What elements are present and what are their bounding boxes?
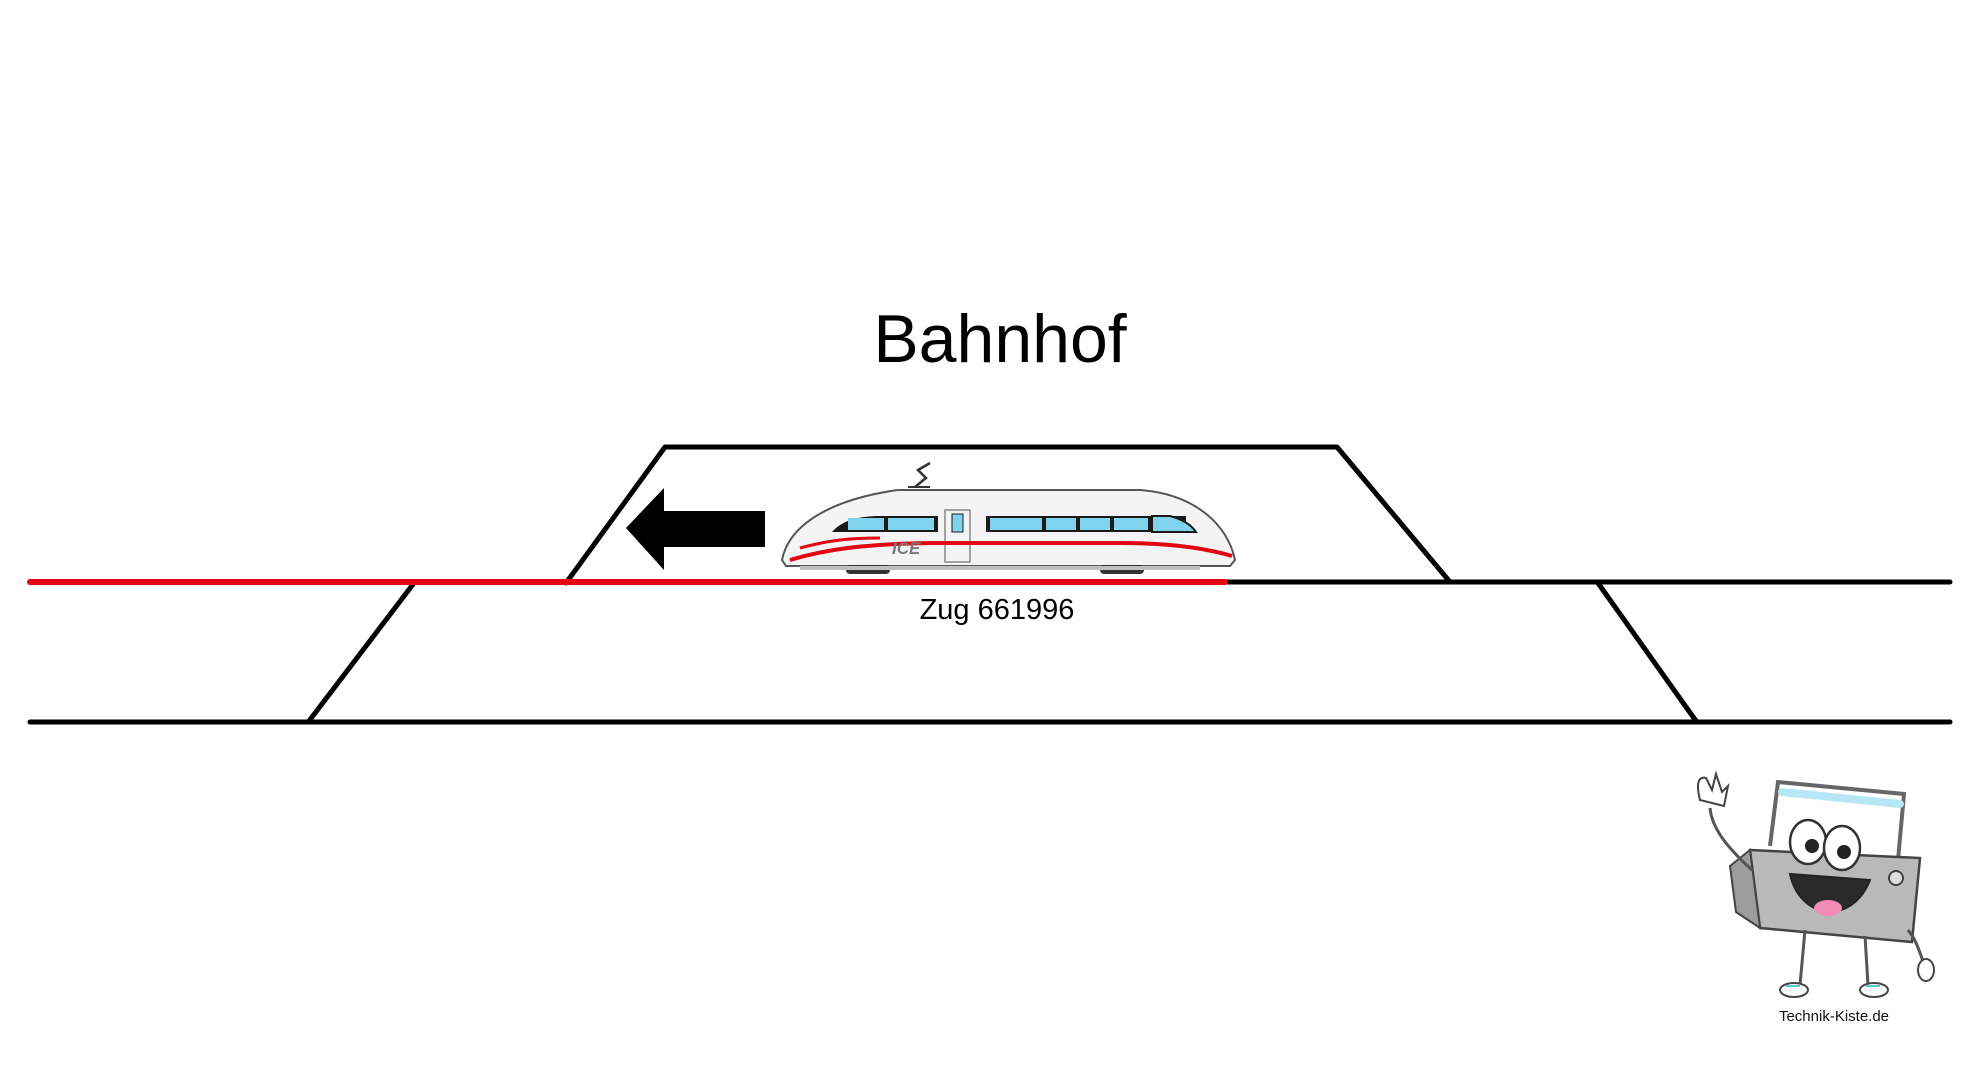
right-crossover-track xyxy=(1595,580,1699,724)
track-layout xyxy=(27,444,1953,725)
station-title: Bahnhof xyxy=(873,301,1126,377)
train-label: Zug 661996 xyxy=(920,594,1075,626)
left-crossover-track xyxy=(306,580,417,724)
brand-caption: Technik-Kiste.de xyxy=(1779,1008,1889,1025)
arrow-left-icon xyxy=(626,488,765,570)
train-badge: ICE xyxy=(892,539,921,558)
toolbox-mascot-icon xyxy=(1697,770,1935,998)
ice-train-icon: ICE xyxy=(780,461,1237,574)
upper-siding-track xyxy=(563,444,1453,586)
